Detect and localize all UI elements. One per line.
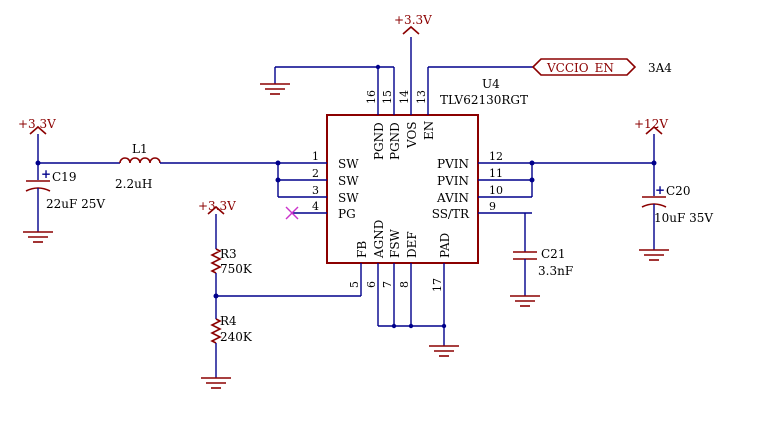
- pin-4-number: 4: [312, 200, 319, 213]
- power-label-fb: +3.3V: [198, 199, 236, 213]
- resistor-r4: R4 240K: [201, 314, 253, 389]
- pin-5-number: 5: [348, 281, 361, 288]
- inductor-l1: L1 2.2uH: [115, 142, 278, 191]
- pin-8-name: DEF: [405, 231, 419, 258]
- fb-net: [213, 293, 361, 299]
- pin-13-name: EN: [422, 121, 436, 140]
- pin-2-number: 2: [312, 167, 319, 180]
- pin-6-name: AGND: [372, 220, 386, 259]
- pin-11-number: 11: [489, 167, 503, 180]
- pin-7-number: 7: [381, 281, 394, 288]
- pgnd-ground-net: [260, 64, 394, 95]
- ic-left-pins: 1 2 3 4 SW SW SW PG: [278, 150, 359, 221]
- r3-value: 750K: [220, 262, 253, 276]
- ic-right-pins: 12 11 10 9 PVIN PVIN AVIN SS/TR: [432, 150, 532, 221]
- pin-8-number: 8: [398, 281, 411, 288]
- left-power-net: +3.3V: [18, 117, 120, 166]
- c19-value: 22uF 25V: [46, 197, 105, 211]
- pin-5-name: FB: [355, 241, 369, 258]
- power-label-left: +3.3V: [18, 117, 56, 131]
- pin-1-name: SW: [338, 157, 359, 171]
- pin-16-number: 16: [365, 90, 378, 104]
- pin-17-number: 17: [431, 278, 444, 292]
- pin-2-name: SW: [338, 174, 359, 188]
- c20-ref: C20: [666, 184, 690, 198]
- capacitor-c19: + C19 22uF 25V: [23, 163, 105, 243]
- pin-15-number: 15: [381, 90, 394, 104]
- pin-12-name: PVIN: [437, 157, 469, 171]
- pin-11-name: PVIN: [437, 174, 469, 188]
- pin-17-name: PAD: [438, 233, 452, 258]
- pin-16-name: PGND: [372, 122, 386, 160]
- pin-10-name: AVIN: [436, 191, 469, 205]
- pin-12-number: 12: [489, 150, 503, 163]
- pin-14-name: VOS: [405, 121, 419, 149]
- c21-ref: C21: [541, 247, 565, 261]
- sw-bus: [275, 160, 281, 197]
- l1-ref: L1: [132, 142, 148, 156]
- pin-9-number: 9: [489, 200, 496, 213]
- ic-top-pins: 16 15 14 13 PGND PGND VOS EN: [365, 37, 436, 160]
- net-ref-3a4: 3A4: [648, 61, 672, 75]
- r3-ref: R3: [220, 247, 237, 261]
- r4-value: 240K: [220, 330, 253, 344]
- resistor-r3: R3 750K: [210, 247, 253, 319]
- right-power-net: +12V: [532, 117, 668, 196]
- pin-9-name: SS/TR: [432, 207, 470, 221]
- l1-value: 2.2uH: [115, 177, 152, 191]
- net-label-vccio-en: VCCIO_EN: [546, 61, 614, 75]
- r4-ref: R4: [220, 314, 237, 328]
- polarity-mark-c19: +: [41, 167, 51, 181]
- en-net: VCCIO_EN 3A4: [428, 58, 672, 76]
- top-power-net: +3.3V: [394, 13, 432, 35]
- pin-14-number: 14: [398, 90, 411, 104]
- feedback-power-net: +3.3V: [198, 199, 236, 249]
- vin-bus: [529, 160, 535, 197]
- pin-7-name: FSW: [388, 228, 402, 258]
- ic-u4-body: [326, 114, 479, 264]
- c20-value: 10uF 35V: [654, 211, 713, 225]
- c21-value: 3.3nF: [538, 264, 573, 278]
- ic-bottom-pins: 5 6 7 8 17 FB AGND FSW DEF PAD: [348, 220, 452, 326]
- pin-13-number: 13: [415, 90, 428, 104]
- c19-ref: C19: [52, 170, 76, 184]
- polarity-mark-c20: +: [655, 183, 665, 197]
- pin-15-name: PGND: [388, 122, 402, 160]
- power-label-top: +3.3V: [394, 13, 432, 27]
- pin-6-number: 6: [365, 281, 378, 288]
- pin-3-name: SW: [338, 191, 359, 205]
- pin-3-number: 3: [312, 184, 319, 197]
- power-label-right: +12V: [634, 117, 668, 131]
- bottom-ground-bus: [378, 323, 459, 357]
- pin-10-number: 10: [489, 184, 503, 197]
- pin-4-name: PG: [338, 207, 356, 221]
- pg-no-connect: [285, 206, 299, 220]
- ic-part-number: TLV62130RGT: [440, 93, 528, 107]
- capacitor-c21: C21 3.3nF: [510, 213, 573, 307]
- net-port-vccio-en: [531, 58, 637, 76]
- capacitor-c20: + C20 10uF 35V: [639, 183, 713, 261]
- ic-designator: U4: [482, 77, 500, 91]
- pin-1-number: 1: [312, 150, 319, 163]
